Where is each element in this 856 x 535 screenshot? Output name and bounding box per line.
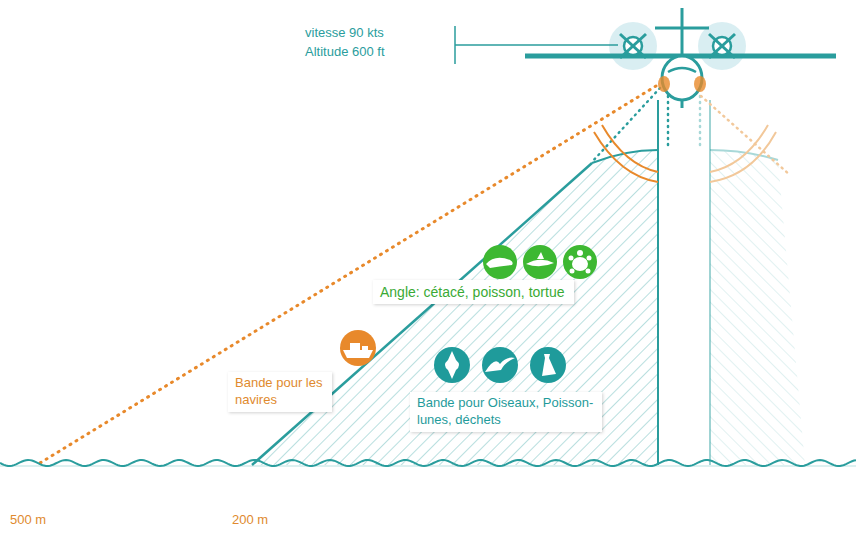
distance-label: 200 m bbox=[232, 512, 268, 528]
band-label: Bande pour Oiseaux, Poisson-lunes, déche… bbox=[417, 395, 595, 429]
sight-line bbox=[699, 96, 702, 148]
sea-surface bbox=[0, 460, 856, 466]
sight-line bbox=[667, 96, 670, 148]
sight-line bbox=[692, 88, 790, 175]
drawing-part bbox=[485, 358, 515, 372]
strip-edge bbox=[657, 100, 659, 465]
blind-strip bbox=[658, 100, 710, 465]
aircraft bbox=[525, 8, 836, 108]
text-box: Angle: cétacé, poisson, tortue bbox=[373, 280, 574, 304]
band-label: Bande pour les navires bbox=[235, 375, 325, 409]
drawing-part bbox=[668, 68, 696, 72]
drawing-part bbox=[572, 257, 588, 271]
drawing-part bbox=[709, 34, 735, 58]
bracket bbox=[455, 44, 618, 46]
drawing-part bbox=[563, 245, 597, 279]
text-box: Bande pour Oiseaux, Poisson-lunes, déche… bbox=[410, 392, 602, 432]
drawing-part bbox=[542, 354, 556, 376]
drawing-part bbox=[340, 330, 376, 366]
drawing-part bbox=[445, 351, 459, 379]
band-top-arc bbox=[592, 150, 658, 163]
right-band-area bbox=[710, 150, 805, 465]
ship-sight-line bbox=[40, 86, 656, 463]
drawing-part bbox=[694, 76, 706, 92]
drawing-part bbox=[569, 256, 574, 261]
drawing-part bbox=[620, 34, 646, 58]
strip-edge bbox=[709, 100, 711, 465]
drawing-part bbox=[662, 56, 702, 100]
flight-parameter: vitesse 90 kts bbox=[305, 25, 384, 41]
drawing-part bbox=[523, 245, 557, 279]
drawing-part bbox=[570, 269, 575, 274]
band-label: Angle: cétacé, poisson, tortue bbox=[380, 283, 567, 301]
angle-arc bbox=[602, 125, 658, 172]
flight-parameter: Altitude 600 ft bbox=[305, 44, 385, 60]
angle-arc bbox=[594, 132, 658, 182]
distance-label: 500 m bbox=[10, 512, 46, 528]
text-box: Bande pour les navires bbox=[228, 372, 332, 412]
sea-line bbox=[0, 466, 856, 467]
teal-icons bbox=[434, 347, 566, 383]
drawing-part bbox=[586, 269, 591, 274]
drawing-part bbox=[620, 34, 646, 58]
drawing-part bbox=[343, 343, 373, 358]
drawing-part bbox=[530, 347, 566, 383]
angle-arc bbox=[710, 132, 776, 182]
drawing-part bbox=[681, 8, 684, 56]
drawing-part bbox=[609, 22, 657, 70]
bird-band-area bbox=[252, 150, 658, 465]
green-icons bbox=[483, 245, 597, 279]
ship-icon bbox=[340, 330, 376, 366]
drawing-part bbox=[658, 76, 670, 92]
drawing-part bbox=[577, 250, 583, 256]
drawing-part bbox=[486, 258, 513, 268]
drawing-part bbox=[681, 100, 684, 108]
drawing-part bbox=[434, 347, 470, 383]
drawing-part bbox=[482, 347, 518, 383]
angle-arc bbox=[710, 125, 768, 172]
drawing-part bbox=[709, 34, 735, 58]
drawing-part bbox=[526, 252, 554, 266]
drawing-part bbox=[655, 27, 709, 30]
drawing-part bbox=[587, 256, 592, 261]
drawing-part bbox=[483, 245, 517, 279]
